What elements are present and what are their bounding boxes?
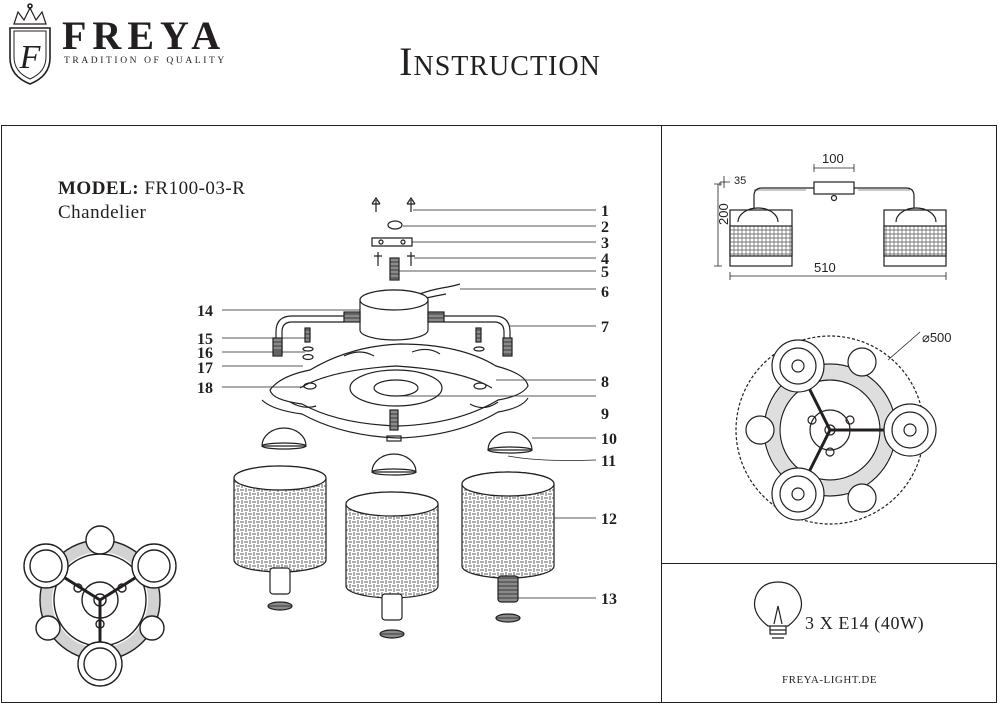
screw-part — [406, 196, 416, 212]
callout-13: 13 — [601, 591, 617, 608]
callout-11: 11 — [601, 453, 616, 470]
callout-6: 6 — [601, 284, 609, 301]
page-title: Instruction — [399, 39, 601, 84]
product-type: Chandelier — [58, 202, 147, 223]
arm-part — [275, 315, 344, 354]
screw-part — [371, 196, 381, 212]
nut-part — [387, 220, 403, 230]
callout-12: 12 — [601, 511, 617, 528]
callout-8: 8 — [601, 374, 609, 391]
brand-name: FREYA — [62, 13, 227, 58]
leader-lines — [222, 209, 597, 599]
callout-10: 10 — [601, 431, 617, 448]
callout-5: 5 — [601, 264, 609, 281]
cup-part — [487, 431, 533, 451]
panel-divider-vertical — [661, 125, 662, 703]
website-link[interactable]: FREYA-LIGHT.DE — [782, 674, 878, 686]
brand-tagline: TRADITION OF QUALITY — [64, 56, 227, 66]
cup-part — [261, 427, 307, 447]
arm-part — [444, 315, 511, 354]
callout-17: 17 — [197, 360, 213, 377]
socket-part — [497, 575, 519, 603]
main-frame — [1, 125, 997, 703]
mounting-bar-part — [371, 237, 413, 247]
callout-15: 15 — [197, 331, 213, 348]
dimension-height: 200 — [716, 203, 731, 225]
callout-16: 16 — [197, 345, 213, 362]
threaded-rod-part — [389, 257, 400, 281]
callout-14: 14 — [197, 303, 213, 320]
callout-9: 9 — [601, 406, 609, 423]
dimension-width-total: 510 — [814, 260, 836, 275]
callout-4: 4 — [601, 251, 609, 268]
cup-part — [371, 453, 417, 473]
callout-2: 2 — [601, 219, 609, 236]
panel-divider-horizontal — [661, 563, 997, 564]
callout-1: 1 — [601, 203, 609, 220]
bulb-spec: 3 X E14 (40W) — [805, 613, 925, 633]
dimension-diameter: ⌀500 — [922, 330, 952, 345]
model-line: MODEL: FR100-03-R — [58, 178, 245, 200]
socket-part — [381, 593, 403, 621]
callout-7: 7 — [601, 319, 609, 336]
callout-18: 18 — [197, 380, 213, 397]
socket-part — [269, 567, 291, 595]
model-label: MODEL: — [58, 178, 140, 199]
model-code: FR100-03-R — [144, 178, 246, 199]
callout-3: 3 — [601, 235, 609, 252]
dimension-width-top: 100 — [822, 151, 844, 166]
dimension-offset: 35 — [734, 175, 746, 187]
